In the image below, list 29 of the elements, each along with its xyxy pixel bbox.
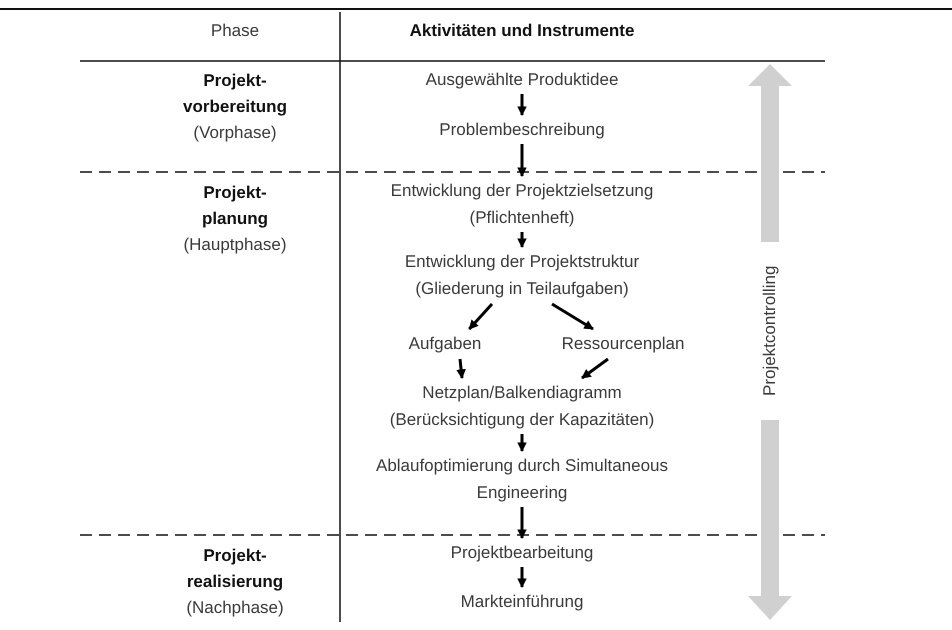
arrow xyxy=(551,302,594,330)
arrow xyxy=(456,358,466,379)
arrow xyxy=(517,144,527,177)
side-label: Projektcontrolling xyxy=(759,264,780,398)
step-text: Ablaufoptimierung durch Simultaneous Engineering xyxy=(372,452,672,506)
phase-note: (Hauptphase) xyxy=(182,234,288,256)
step-text: Problembeschreibung xyxy=(439,116,605,143)
step-text: Projektbearbeitung xyxy=(450,539,594,566)
step-text: Netzplan/Balkendiagramm (Berücksichtigung der Kapazitäten) xyxy=(390,379,654,433)
arrow xyxy=(517,232,527,248)
step-text: Entwicklung der Projektzielsetzung (Pflichtenheft) xyxy=(390,177,654,231)
arrow xyxy=(517,434,527,452)
step-text: Entwicklung der Projektstruktur (Gliederung in Teilaufgaben) xyxy=(404,248,640,302)
arrow xyxy=(468,302,494,330)
step-text: Markteinführung xyxy=(460,588,584,615)
column-header: Aktivitäten und Instrumente xyxy=(408,20,636,42)
phase-note: (Vorphase) xyxy=(192,122,278,144)
arrow xyxy=(517,567,527,588)
step-text: Ausgewählte Produktidee xyxy=(426,66,618,93)
step-text: Ressourcenplan xyxy=(562,330,684,357)
phase-note: (Nachphase) xyxy=(185,597,285,619)
step-text: Aufgaben xyxy=(408,330,482,357)
arrow xyxy=(581,358,609,380)
arrow xyxy=(517,507,527,539)
phase-name: Projekt- planung xyxy=(200,182,270,230)
phase-name: Projekt- realisierung xyxy=(186,545,284,593)
column-header: Phase xyxy=(210,20,260,42)
phase-name: Projekt- vorbereitung xyxy=(182,70,288,118)
arrow xyxy=(517,94,527,116)
